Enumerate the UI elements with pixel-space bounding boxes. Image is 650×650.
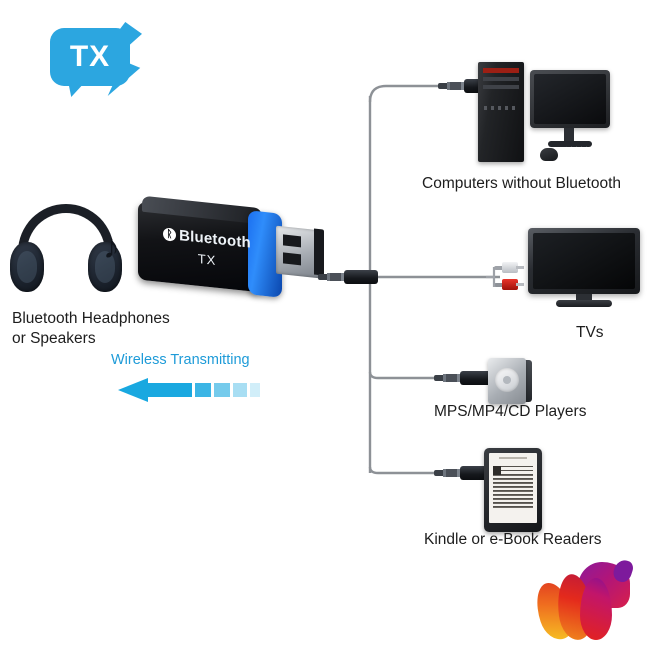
jack-barrel bbox=[344, 270, 378, 284]
jack-ring-1 bbox=[443, 469, 446, 477]
pc-monitor-stand bbox=[564, 128, 574, 142]
jack-tip bbox=[318, 274, 327, 280]
pc-drive-bay-2 bbox=[483, 85, 519, 89]
rca-red-pin bbox=[516, 283, 524, 286]
desktop-computer-icon bbox=[478, 58, 619, 170]
jack-ring-2 bbox=[341, 273, 344, 281]
tv-base bbox=[556, 300, 612, 307]
rca-white-body bbox=[502, 262, 518, 273]
usb-connector-tip bbox=[314, 228, 324, 276]
pc-tower-accent bbox=[483, 68, 519, 73]
arrow-segment-4 bbox=[233, 383, 247, 397]
pc-tower bbox=[478, 62, 524, 162]
rca-plug-red bbox=[494, 279, 524, 290]
tx-badge-label: TX bbox=[69, 40, 111, 73]
label-tvs: TVs bbox=[576, 324, 604, 341]
arrow-head bbox=[118, 378, 148, 402]
jack-shaft bbox=[446, 374, 457, 382]
e-reader-text-block-2 bbox=[493, 475, 533, 508]
headphone-cup-left bbox=[10, 242, 44, 292]
tv-screen bbox=[533, 233, 635, 289]
mp3-click-wheel bbox=[495, 368, 519, 392]
tv-frame bbox=[528, 228, 640, 294]
arrow-segment-2 bbox=[195, 383, 211, 397]
arrow-segment-5 bbox=[250, 383, 260, 397]
jack-shaft bbox=[446, 469, 457, 477]
flat-screen-tv-icon bbox=[528, 228, 640, 308]
rca-white-tail bbox=[494, 265, 504, 270]
pc-keyboard bbox=[561, 146, 619, 162]
rca-splitter-wires bbox=[486, 267, 496, 287]
jack-tip bbox=[434, 375, 443, 381]
pc-drive-bay-1 bbox=[483, 77, 519, 81]
rca-plug-white bbox=[494, 262, 524, 273]
arrow-segment-1 bbox=[147, 383, 192, 397]
jack-tip bbox=[434, 470, 443, 476]
mp3-player-side bbox=[524, 360, 532, 402]
tv-neck bbox=[576, 294, 592, 301]
e-reader-body bbox=[484, 448, 542, 532]
label-kindle-ebook-readers: Kindle or e-Book Readers bbox=[424, 531, 602, 548]
jack-ring-2 bbox=[461, 82, 464, 90]
jack-shaft bbox=[450, 82, 461, 90]
pc-monitor-screen bbox=[534, 74, 606, 124]
music-note-icon: ♪ bbox=[103, 228, 120, 266]
e-reader-drop-cap bbox=[493, 466, 501, 475]
jack-ring-2 bbox=[457, 374, 460, 382]
jack-shaft bbox=[330, 273, 341, 281]
bluetooth-tx-usb-transmitter: ᚱ Bluetooth TX bbox=[136, 195, 324, 306]
tx-badge: TX bbox=[46, 22, 142, 96]
pc-monitor-base bbox=[548, 141, 592, 147]
rca-stereo-connectors bbox=[486, 262, 538, 294]
pc-mouse bbox=[540, 148, 558, 161]
e-reader-screen bbox=[489, 453, 537, 523]
bluetooth-icon: ᚱ bbox=[163, 227, 177, 242]
logo-flame-3 bbox=[580, 578, 612, 640]
e-reader-icon bbox=[484, 448, 542, 532]
label-bluetooth-headphones: Bluetooth Headphones or Speakers bbox=[12, 309, 212, 349]
mp3-player-body bbox=[488, 358, 526, 404]
headphone-cup-right bbox=[88, 242, 122, 292]
label-mp3-mp4-cd-players: MPS/MP4/CD Players bbox=[434, 403, 587, 420]
pc-vent bbox=[484, 106, 518, 110]
jack-barrel bbox=[460, 371, 494, 385]
headphone-band bbox=[18, 204, 114, 258]
mp3-player-icon bbox=[488, 358, 532, 404]
gradient-flame-animal-logo bbox=[529, 557, 635, 644]
label-computers-without-bluetooth: Computers without Bluetooth bbox=[422, 175, 622, 192]
wireless-arrow-icon bbox=[118, 378, 260, 402]
label-headphones-line1: Bluetooth Headphones bbox=[12, 310, 170, 327]
jack-ring-2 bbox=[457, 469, 460, 477]
pc-monitor bbox=[530, 70, 610, 128]
jack-tip bbox=[438, 83, 447, 89]
rca-red-body bbox=[502, 279, 518, 290]
jack-ring-1 bbox=[327, 273, 330, 281]
over-ear-headphones-icon bbox=[10, 204, 122, 296]
rca-white-pin bbox=[516, 266, 524, 269]
label-headphones-line2: or Speakers bbox=[12, 330, 96, 347]
label-wireless-transmitting: Wireless Transmitting bbox=[111, 352, 250, 368]
jack-ring-1 bbox=[447, 82, 450, 90]
e-reader-chapter-heading bbox=[499, 457, 527, 459]
jack-ring-1 bbox=[443, 374, 446, 382]
rca-red-tail bbox=[494, 282, 504, 287]
arrow-segment-3 bbox=[214, 383, 230, 397]
